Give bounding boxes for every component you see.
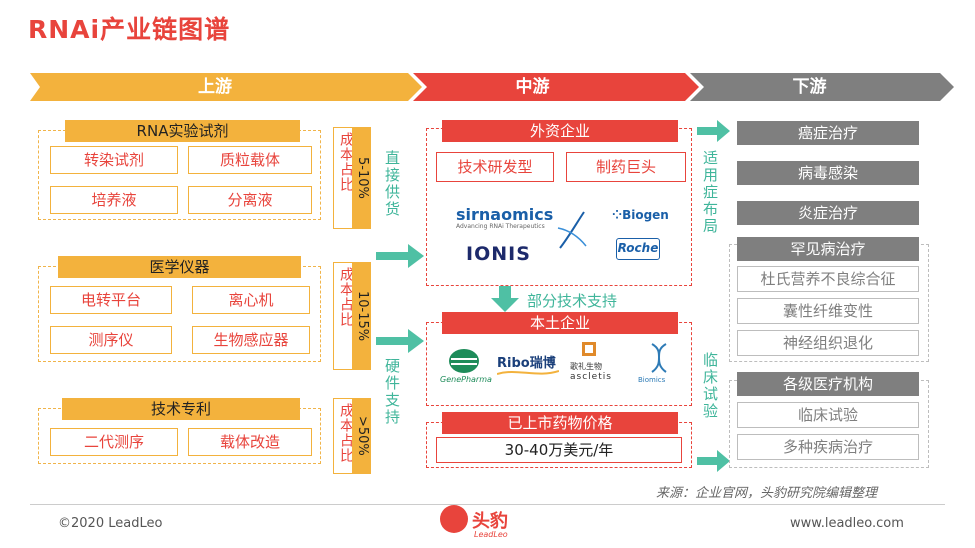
domestic-header: 本土企业 bbox=[442, 312, 678, 334]
patents-header: 技术专利 bbox=[62, 398, 300, 420]
hardware-support-label: 硬件支持 bbox=[383, 358, 401, 426]
ascletis-logo: ascletis bbox=[570, 372, 612, 382]
ascletis-mark-icon bbox=[582, 342, 596, 356]
leadleo-mascot-icon bbox=[440, 505, 468, 533]
stage-down-shape bbox=[690, 73, 954, 101]
biomics-logo: Biomics bbox=[638, 376, 666, 384]
hardware-support-arrow bbox=[376, 329, 424, 353]
genepharma-logo: GenePharma bbox=[440, 375, 492, 384]
instrument-item: 生物感应器 bbox=[192, 326, 310, 354]
sirnaomics-logo: sirnaomics bbox=[456, 205, 554, 224]
partial-support-label: 部分技术支持 bbox=[527, 292, 618, 310]
rare-item: 囊性纤维变性 bbox=[737, 298, 919, 324]
stage-up-shape bbox=[30, 73, 422, 101]
reagent-item: 分离液 bbox=[188, 186, 312, 214]
cost-label: 成本占比 bbox=[338, 132, 354, 192]
stage-mid-shape bbox=[413, 73, 699, 101]
direct-supply-label: 直接供货 bbox=[383, 150, 401, 218]
rare-header: 罕见病治疗 bbox=[737, 237, 919, 261]
indication-item: 炎症治疗 bbox=[737, 201, 919, 225]
ribo-swoosh-icon bbox=[497, 370, 559, 375]
hospital-item: 临床试验 bbox=[737, 402, 919, 428]
ionis-logo: IONIS bbox=[466, 243, 531, 265]
price-value: 30-40万美元/年 bbox=[436, 437, 682, 463]
apply-arrow bbox=[697, 120, 730, 142]
page-title: RNAi产业链图谱 bbox=[28, 15, 231, 44]
instrument-item: 电转平台 bbox=[50, 286, 172, 314]
copyright: ©2020 LeadLeo bbox=[58, 516, 163, 531]
footer-divider bbox=[30, 504, 945, 505]
reagent-item: 培养液 bbox=[50, 186, 178, 214]
reagent-item: 转染试剂 bbox=[50, 146, 178, 174]
biogen-name: Biogen bbox=[622, 208, 669, 222]
hospital-header: 各级医疗机构 bbox=[737, 372, 919, 396]
biogen-logo: ⁘Biogen bbox=[612, 208, 669, 222]
biomics-dna-icon bbox=[651, 343, 667, 373]
stage-up-label: 上游 bbox=[198, 77, 232, 97]
stage-down-label: 下游 bbox=[792, 77, 827, 97]
genepharma-logo-icon bbox=[449, 349, 479, 373]
foreign-type: 技术研发型 bbox=[436, 152, 554, 182]
ascletis-cn-logo: 歌礼生物 bbox=[570, 362, 602, 371]
clinical-label: 临床试验 bbox=[701, 352, 719, 420]
indication-item: 癌症治疗 bbox=[737, 121, 919, 145]
apply-label: 适用症布局 bbox=[701, 150, 719, 235]
cost-value: 5-10% bbox=[352, 128, 370, 228]
stage-banner bbox=[30, 73, 954, 101]
reagent-item: 质粒载体 bbox=[188, 146, 312, 174]
cost-label: 成本占比 bbox=[338, 267, 354, 327]
patent-item: 二代测序 bbox=[50, 428, 178, 456]
foreign-type: 制药巨头 bbox=[566, 152, 686, 182]
cost-value: >50% bbox=[352, 399, 370, 473]
reagents-header: RNA实验试剂 bbox=[65, 120, 300, 142]
brand-sub: LeadLeo bbox=[474, 530, 508, 539]
reagents-cost: 成本占比 5-10% bbox=[333, 127, 371, 229]
indication-item: 病毒感染 bbox=[737, 161, 919, 185]
ribo-logo: Ribo瑞博 bbox=[497, 356, 556, 371]
clinical-arrow bbox=[697, 450, 730, 472]
footer-url[interactable]: www.leadleo.com bbox=[790, 516, 904, 531]
hospital-item: 多种疾病治疗 bbox=[737, 434, 919, 460]
patents-cost: 成本占比 >50% bbox=[333, 398, 371, 474]
source-note: 来源：企业官网，头豹研究院编辑整理 bbox=[656, 486, 878, 501]
stage-mid-label: 中游 bbox=[515, 77, 550, 97]
partial-support-arrow bbox=[491, 286, 519, 312]
instrument-item: 测序仪 bbox=[50, 326, 172, 354]
roche-logo: Roche bbox=[616, 238, 660, 260]
instruments-header: 医学仪器 bbox=[58, 256, 301, 278]
alnylam-logo-icon bbox=[557, 211, 587, 249]
brand-logo: 头豹 bbox=[472, 511, 508, 532]
foreign-header: 外资企业 bbox=[442, 120, 678, 142]
sirnaomics-tagline: Advancing RNAi Therapeutics bbox=[456, 223, 545, 230]
rare-item: 杜氏营养不良综合征 bbox=[737, 266, 919, 292]
price-header: 已上市药物价格 bbox=[442, 412, 678, 434]
instruments-cost: 成本占比 10-15% bbox=[333, 262, 371, 370]
direct-supply-arrow bbox=[376, 244, 424, 268]
rare-item: 神经组织退化 bbox=[737, 330, 919, 356]
biogen-mark-icon: ⁘ bbox=[612, 208, 623, 222]
cost-value: 10-15% bbox=[352, 263, 370, 369]
patent-item: 载体改造 bbox=[188, 428, 312, 456]
instrument-item: 离心机 bbox=[192, 286, 310, 314]
cost-label: 成本占比 bbox=[338, 403, 354, 463]
